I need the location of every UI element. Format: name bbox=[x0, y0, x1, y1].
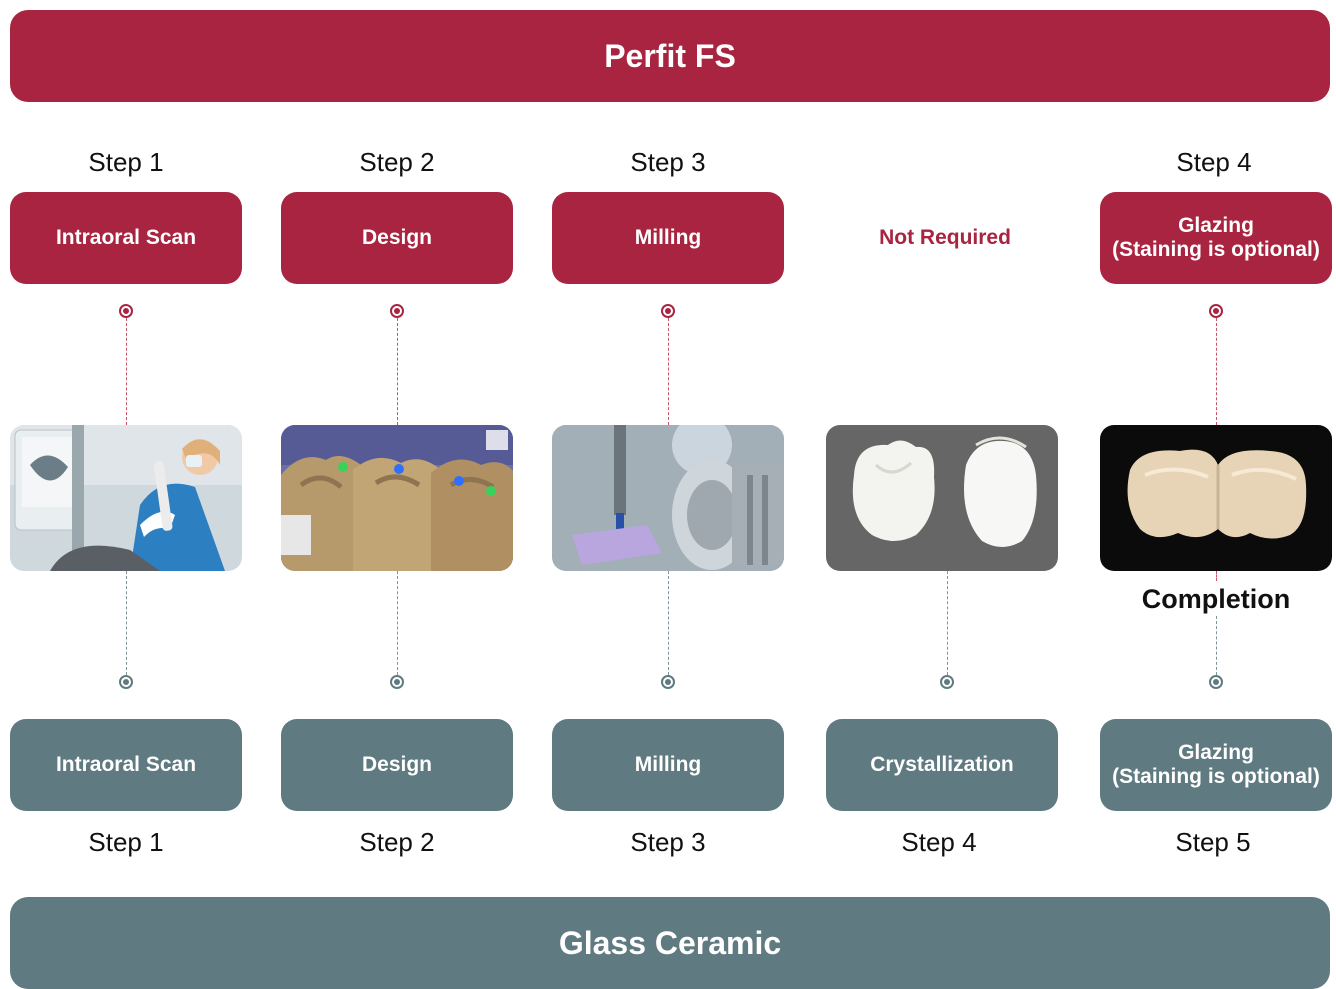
connector-line-top bbox=[668, 318, 669, 425]
bottom-step-label: Step 1 bbox=[88, 827, 164, 857]
design-software-photo bbox=[281, 425, 513, 571]
glass-ceramic-step-box: Glazing (Staining is optional) bbox=[1100, 719, 1332, 811]
connector-line-top bbox=[126, 318, 127, 425]
box-label: Design bbox=[361, 226, 432, 249]
connector-dot-bottom bbox=[661, 675, 675, 689]
connector-line-bottom bbox=[947, 571, 948, 675]
box-label: Milling bbox=[634, 753, 702, 776]
perfit-step-box: Milling bbox=[552, 192, 784, 284]
perfit-fs-banner: Perfit FS bbox=[10, 10, 1330, 102]
not-required-label: Not Required bbox=[829, 192, 1061, 284]
perfit-step-box: Glazing (Staining is optional) bbox=[1100, 192, 1332, 284]
top-step-label: Step 1 bbox=[88, 147, 164, 177]
connector-dot-top bbox=[119, 304, 133, 318]
connector-line-bottom bbox=[1216, 616, 1217, 675]
connector-dot-top bbox=[390, 304, 404, 318]
crowns-photo bbox=[826, 425, 1058, 571]
perfit-fs-title: Perfit FS bbox=[604, 37, 736, 74]
milling-machine-photo bbox=[552, 425, 784, 571]
column-intraoral-scan: Step 1 Intraoral Scan Intraoral Scan Ste… bbox=[10, 0, 242, 984]
box-label: Crystallization bbox=[870, 753, 1014, 776]
completion-label: Completion bbox=[1141, 584, 1291, 614]
box-label-line-1: Glazing bbox=[1178, 214, 1254, 237]
box-label: Intraoral Scan bbox=[55, 753, 197, 776]
connector-line-top bbox=[397, 318, 398, 425]
bottom-step-label: Step 5 bbox=[1175, 827, 1251, 857]
box-label-line-2: (Staining is optional) bbox=[1112, 765, 1320, 788]
connector-dot-top bbox=[1209, 304, 1223, 318]
connector-line-bottom bbox=[397, 571, 398, 675]
perfit-step-box: Design bbox=[281, 192, 513, 284]
column-crystallization: Not Required Crystallization Step 4 bbox=[826, 0, 1058, 984]
connector-dot-top bbox=[661, 304, 675, 318]
intraoral-scan-photo bbox=[10, 425, 242, 571]
bridge-photo bbox=[1100, 425, 1332, 571]
box-label: Milling bbox=[634, 226, 702, 249]
column-design: Step 2 Design Design Step 2 bbox=[281, 0, 513, 984]
glass-ceramic-step-box: Intraoral Scan bbox=[10, 719, 242, 811]
box-label: Design bbox=[361, 753, 432, 776]
box-label: Not Required bbox=[879, 226, 1011, 249]
connector-dot-bottom bbox=[390, 675, 404, 689]
top-step-label: Step 4 bbox=[1176, 147, 1252, 177]
perfit-step-box: Intraoral Scan bbox=[10, 192, 242, 284]
connector-line-top bbox=[1216, 318, 1217, 425]
glass-ceramic-step-box: Design bbox=[281, 719, 513, 811]
box-label-line-1: Glazing bbox=[1178, 741, 1254, 764]
glass-ceramic-title: Glass Ceramic bbox=[558, 924, 782, 961]
connector-dot-bottom bbox=[940, 675, 954, 689]
connector-line-bottom bbox=[668, 571, 669, 675]
connector-dot-bottom bbox=[119, 675, 133, 689]
glass-ceramic-step-box: Milling bbox=[552, 719, 784, 811]
glass-ceramic-banner: Glass Ceramic bbox=[10, 897, 1330, 989]
bottom-step-label: Step 4 bbox=[901, 827, 977, 857]
box-label: Intraoral Scan bbox=[55, 226, 197, 249]
column-milling: Step 3 Milling Milling Step 3 bbox=[552, 0, 784, 984]
top-step-label: Step 2 bbox=[359, 147, 435, 177]
connector-dot-bottom bbox=[1209, 675, 1223, 689]
bottom-step-label: Step 2 bbox=[359, 827, 435, 857]
box-label-line-2: (Staining is optional) bbox=[1112, 238, 1320, 261]
connector-line-bottom bbox=[126, 571, 127, 675]
column-glazing: Step 4 Glazing (Staining is optional) Co… bbox=[1100, 0, 1332, 984]
glass-ceramic-step-box: Crystallization bbox=[826, 719, 1058, 811]
connector-line-mid bbox=[1216, 571, 1217, 581]
top-step-label: Step 3 bbox=[630, 147, 706, 177]
bottom-step-label: Step 3 bbox=[630, 827, 706, 857]
